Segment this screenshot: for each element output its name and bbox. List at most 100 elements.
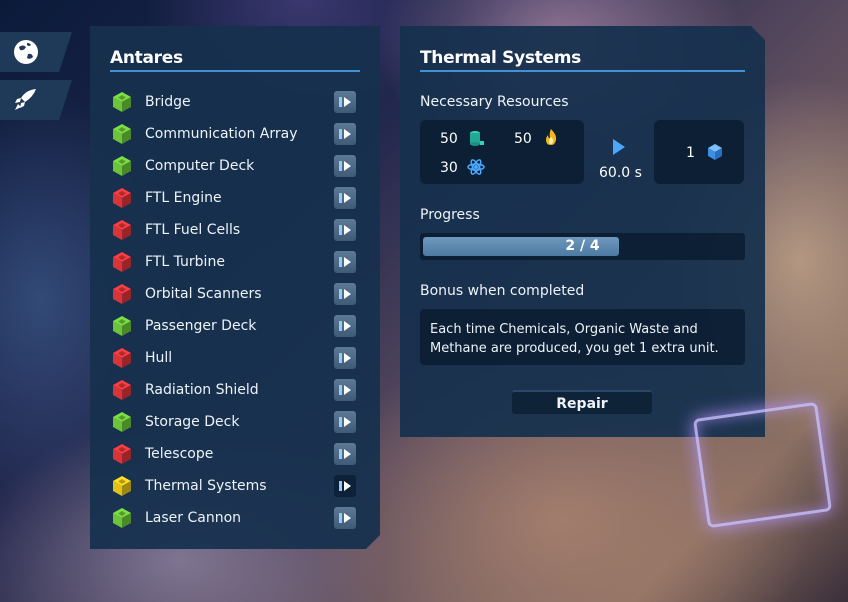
- bonus-label: Bonus when completed: [420, 283, 585, 299]
- open-part-button[interactable]: [334, 315, 356, 337]
- resources-label: Necessary Resources: [420, 94, 569, 110]
- resource-amount: 50: [514, 131, 532, 147]
- background-area-marker: [692, 401, 833, 529]
- arrow-right-icon: [338, 223, 352, 237]
- progress-current: 2: [565, 238, 576, 254]
- open-part-button[interactable]: [334, 187, 356, 209]
- list-item[interactable]: Storage Deck: [110, 406, 360, 438]
- cube-icon: [706, 143, 724, 161]
- part-name: Bridge: [145, 94, 191, 110]
- part-detail-panel: Thermal Systems Necessary Resources 50 5…: [400, 26, 765, 437]
- list-item[interactable]: Laser Cannon: [110, 502, 360, 534]
- status-cube-icon: [110, 347, 133, 369]
- part-name: FTL Engine: [145, 190, 222, 206]
- list-item[interactable]: Communication Array: [110, 118, 360, 150]
- arrow-right-icon: [338, 447, 352, 461]
- open-part-button[interactable]: [334, 443, 356, 465]
- flame-icon: [542, 128, 560, 146]
- status-cube-icon: [110, 379, 133, 401]
- list-item[interactable]: Telescope: [110, 438, 360, 470]
- open-part-button[interactable]: [334, 379, 356, 401]
- status-cube-icon: [110, 507, 133, 529]
- status-cube-icon: [110, 475, 133, 497]
- rocket-icon: [15, 89, 36, 110]
- open-part-button[interactable]: [334, 219, 356, 241]
- arrow-right-icon: [338, 383, 352, 397]
- tab-planet[interactable]: [0, 32, 72, 72]
- part-name: Storage Deck: [145, 414, 240, 430]
- production-time: 60.0 s: [599, 165, 642, 181]
- tab-ship[interactable]: [0, 80, 72, 120]
- part-name: Radiation Shield: [145, 382, 259, 398]
- progress-bar: 2 / 4: [420, 233, 745, 260]
- part-name: Hull: [145, 350, 173, 366]
- list-item[interactable]: FTL Engine: [110, 182, 360, 214]
- part-name: Laser Cannon: [145, 510, 242, 526]
- resource-amount: 30: [440, 160, 458, 176]
- open-part-button[interactable]: [334, 347, 356, 369]
- title-divider: [110, 70, 360, 72]
- open-part-button[interactable]: [334, 283, 356, 305]
- progress-label: Progress: [420, 207, 480, 223]
- list-item[interactable]: FTL Fuel Cells: [110, 214, 360, 246]
- arrow-right-icon: [338, 415, 352, 429]
- status-cube-icon: [110, 123, 133, 145]
- arrow-right-icon: [338, 319, 352, 333]
- status-cube-icon: [110, 91, 133, 113]
- part-name: FTL Fuel Cells: [145, 222, 241, 238]
- repair-button[interactable]: Repair: [512, 390, 652, 414]
- ship-name: Antares: [110, 48, 183, 68]
- resource-amount: 50: [440, 131, 458, 147]
- list-item[interactable]: Computer Deck: [110, 150, 360, 182]
- progress-total: / 4: [579, 238, 600, 254]
- arrow-right-icon: [338, 127, 352, 141]
- resources-box: 50 50 30: [420, 120, 584, 184]
- open-part-button[interactable]: [334, 475, 356, 497]
- chemical-barrel-icon: [467, 129, 485, 147]
- arrow-right-icon: [612, 138, 626, 156]
- progress-text: 2 / 4: [420, 238, 745, 254]
- open-part-button[interactable]: [334, 507, 356, 529]
- part-name: Thermal Systems: [145, 478, 267, 494]
- arrow-right-icon: [338, 351, 352, 365]
- arrow-right-icon: [338, 95, 352, 109]
- open-part-button[interactable]: [334, 91, 356, 113]
- ship-parts-panel: Antares Bridge Communication Array Compu…: [90, 26, 380, 549]
- open-part-button[interactable]: [334, 251, 356, 273]
- status-cube-icon: [110, 155, 133, 177]
- list-item[interactable]: Orbital Scanners: [110, 278, 360, 310]
- status-cube-icon: [110, 443, 133, 465]
- arrow-right-icon: [338, 191, 352, 205]
- arrow-right-icon: [338, 511, 352, 525]
- status-cube-icon: [110, 283, 133, 305]
- status-cube-icon: [110, 315, 133, 337]
- title-divider: [420, 70, 745, 72]
- status-cube-icon: [110, 251, 133, 273]
- part-name: FTL Turbine: [145, 254, 225, 270]
- list-item[interactable]: FTL Turbine: [110, 246, 360, 278]
- arrow-right-icon: [338, 479, 352, 493]
- output-box: 1: [654, 120, 744, 184]
- open-part-button[interactable]: [334, 411, 356, 433]
- list-item[interactable]: Hull: [110, 342, 360, 374]
- output-amount: 1: [686, 145, 695, 161]
- part-name: Communication Array: [145, 126, 298, 142]
- globe-icon: [14, 40, 38, 64]
- atom-icon: [467, 158, 485, 176]
- list-item[interactable]: Passenger Deck: [110, 310, 360, 342]
- arrow-right-icon: [338, 159, 352, 173]
- status-cube-icon: [110, 187, 133, 209]
- open-part-button[interactable]: [334, 123, 356, 145]
- part-name: Computer Deck: [145, 158, 255, 174]
- part-name: Telescope: [145, 446, 214, 462]
- list-item[interactable]: Bridge: [110, 86, 360, 118]
- open-part-button[interactable]: [334, 155, 356, 177]
- part-name: Orbital Scanners: [145, 286, 262, 302]
- arrow-right-icon: [338, 255, 352, 269]
- status-cube-icon: [110, 219, 133, 241]
- status-cube-icon: [110, 411, 133, 433]
- detail-title: Thermal Systems: [420, 48, 581, 68]
- parts-list: Bridge Communication Array Computer Deck…: [110, 86, 360, 534]
- list-item[interactable]: Thermal Systems: [110, 470, 360, 502]
- list-item[interactable]: Radiation Shield: [110, 374, 360, 406]
